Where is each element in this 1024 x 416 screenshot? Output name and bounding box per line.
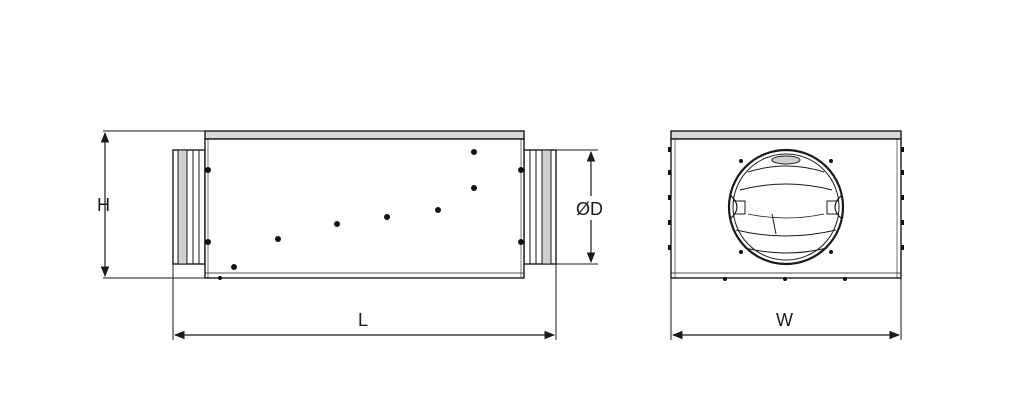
right-spigot [523,149,557,265]
dimension-diameter: ØD [556,149,610,265]
label-length: L [358,310,368,330]
rivet-dots [205,149,524,280]
silencer-body [204,130,525,279]
label-width: W [776,310,793,330]
left-spigot [172,149,206,265]
label-diameter: ØD [576,199,603,219]
dimension-height: H [97,130,205,279]
duct-opening [727,148,845,266]
dimension-length: L [172,264,557,340]
front-view [668,130,904,281]
label-height: H [97,195,110,215]
side-view [172,130,557,280]
dimension-width: W [670,278,902,340]
